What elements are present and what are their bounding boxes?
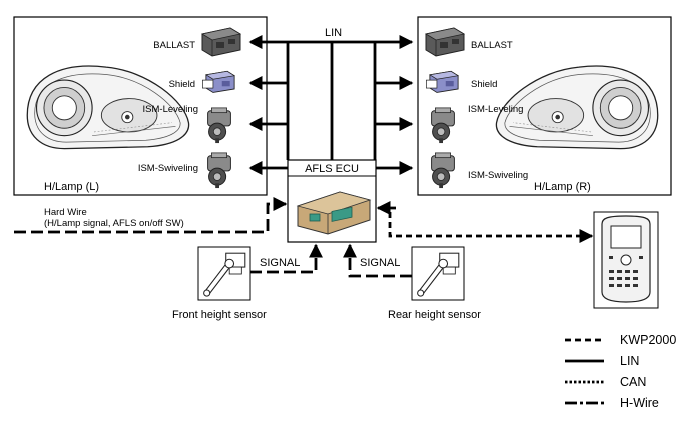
- legend-kwp2000-label: KWP2000: [620, 333, 676, 347]
- right-shield-label: Shield: [471, 79, 497, 90]
- left-shield-label: Shield: [169, 79, 195, 90]
- left-headlamp-label: H/Lamp (L): [44, 181, 99, 193]
- front-signal-label: SIGNAL: [260, 257, 300, 269]
- right-ism-leveling-label: ISM-Leveling: [468, 104, 523, 115]
- right-headlamp-label: H/Lamp (R): [534, 181, 591, 193]
- left-ballast-label: BALLAST: [153, 40, 195, 51]
- legend-can-label: CAN: [620, 375, 646, 389]
- legend-hwire-label: H-Wire: [620, 396, 659, 410]
- left-ism-leveling-label: ISM-Leveling: [143, 104, 198, 115]
- left-ism-swiveling-label: ISM-Swiveling: [138, 163, 198, 174]
- afls-ecu-module-image: [296, 191, 372, 235]
- lin-bus: [248, 35, 414, 175]
- front-signal-line: [250, 243, 323, 274]
- legend-lin-label: LIN: [620, 354, 639, 368]
- hard-wire-sublabel: (H/Lamp signal, AFLS on/off SW): [44, 218, 184, 229]
- right-shield-icon: [425, 70, 459, 93]
- front-height-sensor-label: Front height sensor: [172, 309, 267, 321]
- rear-height-sensor-label: Rear height sensor: [388, 309, 481, 321]
- rear-signal-line: [343, 243, 412, 278]
- diagnostic-scanner-icon: [593, 211, 659, 309]
- hard-wire-line: [14, 197, 288, 234]
- rear-signal-label: SIGNAL: [360, 257, 400, 269]
- right-ballast-label: BALLAST: [471, 40, 513, 51]
- kwp2000-line: [376, 201, 594, 243]
- legend: KWP2000 LIN CAN H-Wire: [565, 333, 676, 410]
- lin-bus-label: LIN: [325, 27, 342, 39]
- right-ism-swiveling-label: ISM-Swiveling: [468, 170, 528, 181]
- afls-ecu-label: AFLS ECU: [305, 163, 359, 175]
- hard-wire-label: Hard Wire: [44, 207, 87, 218]
- left-shield-icon: [201, 70, 235, 93]
